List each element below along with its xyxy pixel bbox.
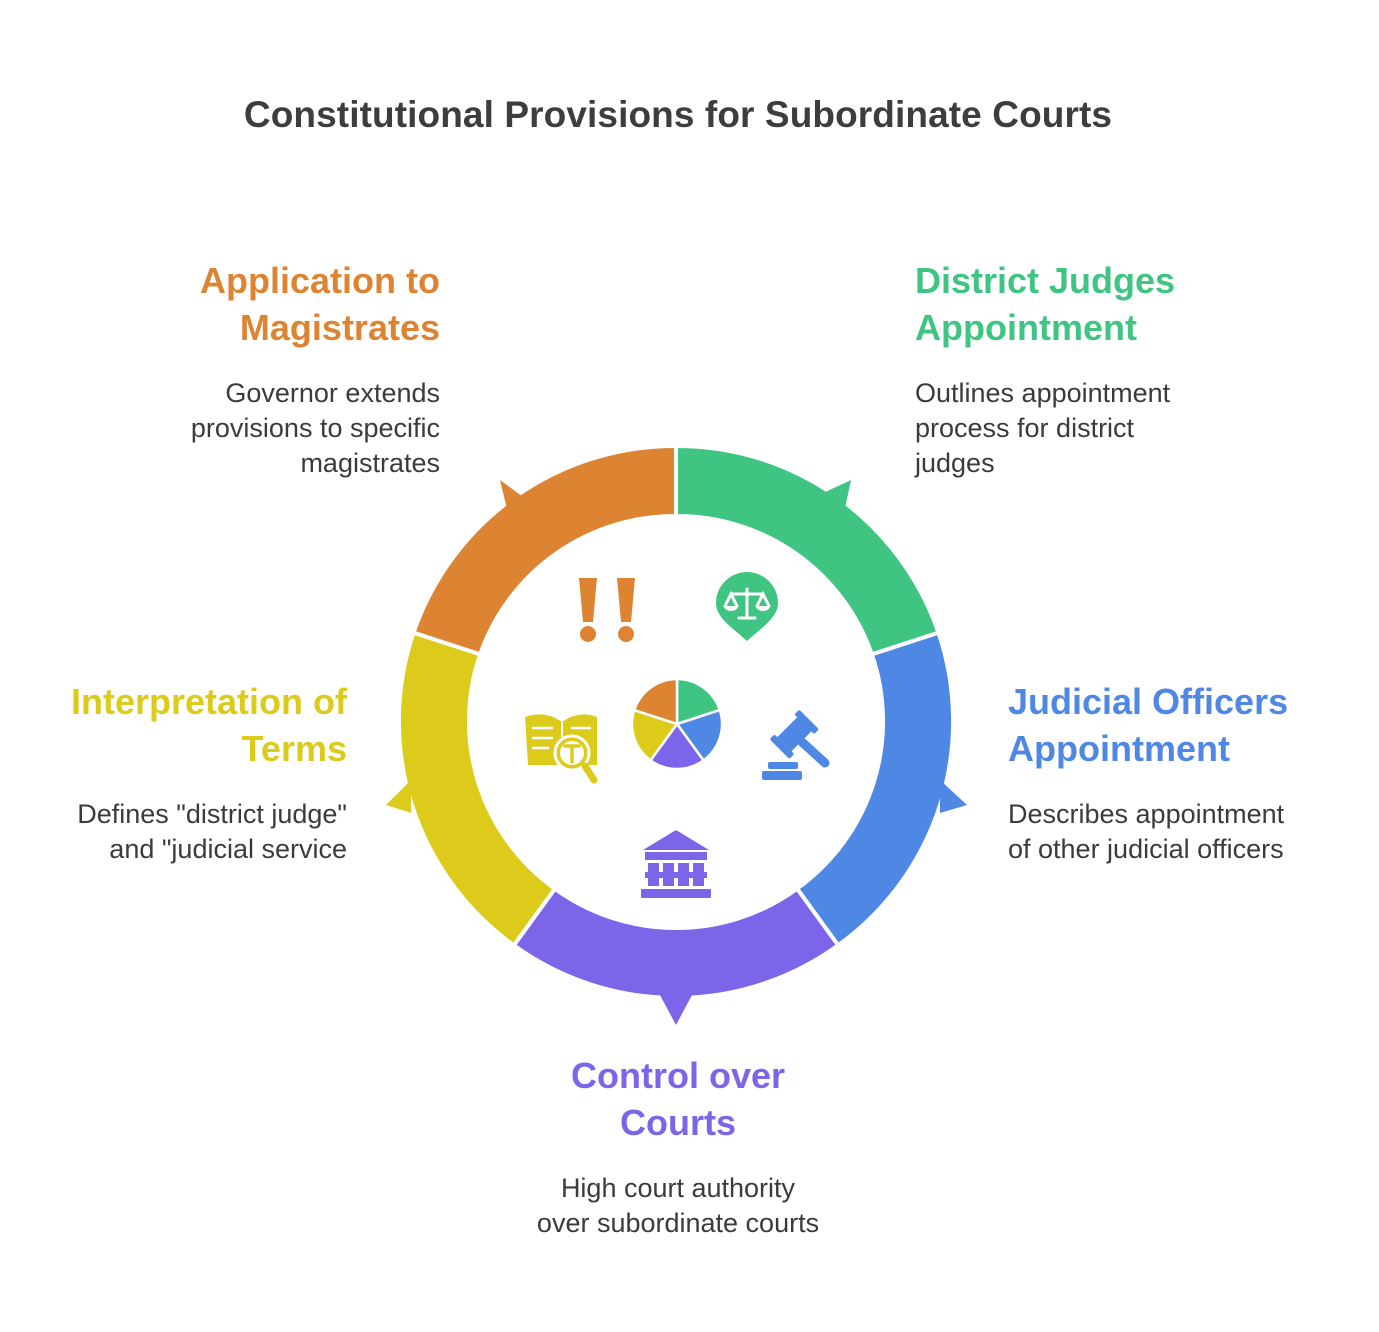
desc-control-over-courts: High court authority over subordinate co… [478,1171,878,1241]
heading-line: Control over [570,1055,785,1096]
heading-interpretation-of-terms: Interpretation of Terms [20,678,347,772]
ring-segment-orange [410,443,678,657]
ring-segment-yellow [386,630,558,949]
courthouse-icon [641,830,711,898]
heading-line: Appointment [1008,728,1230,769]
ring-segment-blue [794,630,967,949]
desc-interpretation-of-terms: Defines "district judge" and "judicial s… [20,797,347,867]
heading-line: District Judges [915,260,1176,301]
desc-application-to-magistrates: Governor extends provisions to specific … [120,376,440,481]
heading-judicial-officers-appointment: Judicial Officers Appointment [1008,678,1348,772]
desc-line: provisions to specific [190,413,440,443]
desc-line: over subordinate courts [536,1208,820,1238]
block-interpretation-of-terms: Interpretation of Terms Defines "distric… [20,678,347,867]
block-control-over-courts: Control over Courts High court authority… [478,1052,878,1241]
block-district-judges-appointment: District Judges Appointment Outlines app… [915,257,1235,481]
heading-control-over-courts: Control over Courts [478,1052,878,1146]
desc-line: Defines "district judge" [77,799,347,829]
desc-judicial-officers-appointment: Describes appointment of other judicial … [1008,797,1348,867]
heading-line: Courts [620,1102,736,1143]
heading-district-judges-appointment: District Judges Appointment [915,257,1235,351]
desc-line: Describes appointment [1008,799,1285,829]
block-application-to-magistrates: Application to Magistrates Governor exte… [120,257,440,481]
desc-line: process for district [915,413,1135,443]
book-search-icon [525,714,598,784]
block-judicial-officers-appointment: Judicial Officers Appointment Describes … [1008,678,1348,867]
heading-line: Magistrates [239,307,440,348]
pie-chart-icon [630,677,724,771]
desc-line: and "judicial service [109,834,347,864]
desc-line: of other judicial officers [1008,834,1284,864]
desc-line: Governor extends [225,378,440,408]
gavel-icon [762,710,830,780]
desc-line: judges [915,448,995,478]
heading-line: Application to [200,260,440,301]
heading-line: Judicial Officers [1008,681,1289,722]
desc-line: High court authority [560,1173,796,1203]
desc-line: Outlines appointment [915,378,1171,408]
desc-line: magistrates [300,448,440,478]
ring-segment-purple [511,885,841,1025]
heading-line: Appointment [915,307,1137,348]
heading-line: Terms [241,728,347,769]
desc-district-judges-appointment: Outlines appointment process for distric… [915,376,1235,481]
scales-pin-icon [716,572,778,641]
ring-segment-green [674,443,942,657]
heading-application-to-magistrates: Application to Magistrates [120,257,440,351]
heading-line: Interpretation of [71,681,347,722]
diagram-title: Constitutional Provisions for Subordinat… [243,94,1113,135]
double-exclamation-icon [579,578,635,642]
